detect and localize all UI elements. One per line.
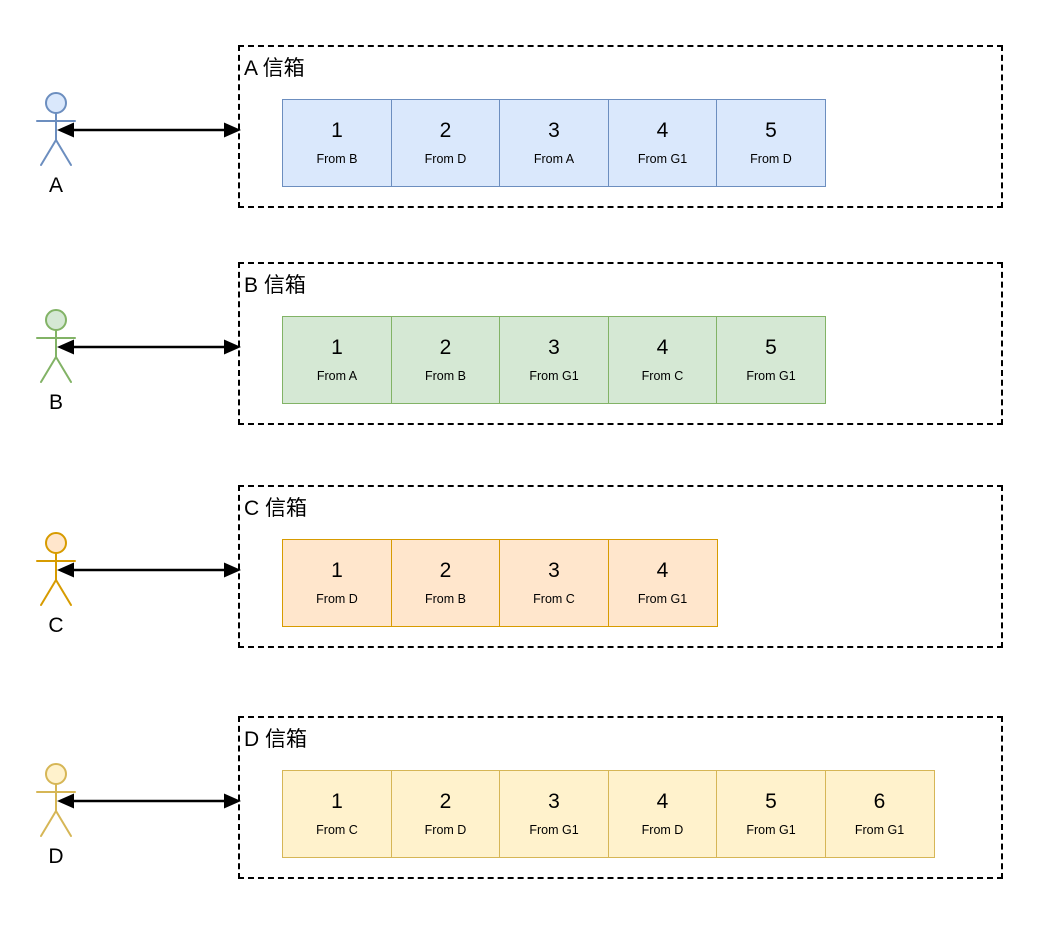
mail-cell-number: 3 [548, 790, 560, 813]
mail-cell-from: From B [425, 369, 466, 383]
mail-cell-number: 4 [656, 336, 669, 359]
actor-label: A [48, 174, 63, 197]
mail-cell-from: From G1 [746, 369, 796, 383]
mail-cell-from: From C [641, 369, 684, 383]
mail-cell-from: From G1 [637, 592, 688, 606]
mail-cell-number: 1 [331, 559, 343, 582]
mail-cell-number: 5 [765, 119, 777, 142]
double-arrow-icon [57, 562, 241, 578]
mail-cell-from: From C [533, 592, 575, 606]
double-arrow-icon [57, 793, 241, 809]
mail-cell-number: 1 [331, 119, 343, 142]
mail-cell-number: 1 [331, 790, 343, 813]
mail-cell-from: From G1 [746, 823, 796, 837]
mail-cell-number: 4 [656, 790, 669, 813]
mail-cell-number: 1 [331, 336, 343, 359]
mail-cell-from: From G1 [637, 152, 688, 166]
mail-cell-from: From B [425, 592, 466, 606]
person-icon [36, 763, 76, 837]
double-arrow-icon [57, 339, 241, 355]
mail-cell-from: From A [533, 152, 575, 166]
actor-label: C [48, 614, 64, 637]
mail-cell-from: From G1 [529, 823, 579, 837]
mail-cell-from: From D [424, 152, 467, 166]
mail-cell-from: From D [750, 152, 792, 166]
mail-cell-number: 2 [439, 119, 452, 142]
mail-cell-number: 5 [765, 336, 777, 359]
mail-cell-number: 6 [873, 790, 886, 813]
mail-cell-from: From D [316, 592, 358, 606]
mail-cell-from: From D [641, 823, 684, 837]
mail-cell-from: From A [316, 369, 358, 383]
double-arrow-icon [57, 122, 241, 138]
mail-cell-number: 2 [439, 559, 452, 582]
mail-cell-from: From C [316, 823, 358, 837]
actor-label: B [48, 391, 63, 414]
mailbox-title: C 信箱 [244, 497, 307, 520]
person-icon [36, 92, 76, 166]
mail-cell-number: 2 [439, 790, 452, 813]
actor-label: D [48, 845, 64, 868]
mail-cell-from: From B [316, 152, 358, 166]
person-icon [36, 532, 76, 606]
mail-cell-number: 2 [439, 336, 452, 359]
mail-cell-number: 3 [548, 336, 560, 359]
mail-cell-number: 4 [656, 559, 669, 582]
mail-cell-number: 5 [765, 790, 777, 813]
mail-cell-from: From G1 [529, 369, 579, 383]
person-icon [36, 309, 76, 383]
mailbox-title: B 信箱 [244, 274, 306, 297]
mail-cell-from: From G1 [854, 823, 905, 837]
mailbox-title: A 信箱 [244, 57, 305, 80]
mail-cell-number: 3 [548, 559, 560, 582]
mail-cell-number: 4 [656, 119, 669, 142]
mailbox-title: D 信箱 [244, 728, 307, 751]
mail-cell-from: From D [424, 823, 467, 837]
mail-cell-number: 3 [548, 119, 560, 142]
